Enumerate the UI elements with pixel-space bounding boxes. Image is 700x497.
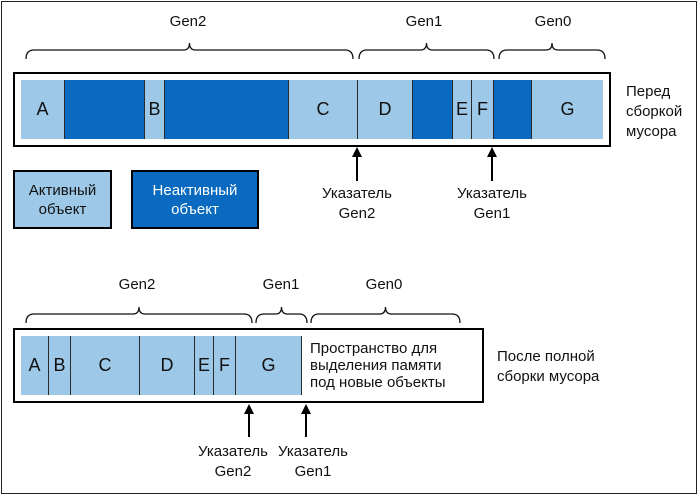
- after-pointer-gen2-arrow: [244, 404, 254, 437]
- legend-active-object: Активный объект: [13, 170, 112, 229]
- before-caption: Перед сборкой мусора: [626, 83, 683, 140]
- before-gen1-label: Gen1: [405, 13, 443, 30]
- after-gen2-brace: [25, 306, 253, 324]
- after-object-e: E: [194, 336, 213, 395]
- before-pointer-gen2-arrow: [352, 147, 362, 181]
- after-gen2-label: Gen2: [118, 276, 156, 293]
- after-gen0-brace: [310, 306, 461, 324]
- before-gen1-brace: [358, 42, 495, 60]
- after-object-d: D: [139, 336, 194, 395]
- after-gen1-brace: [255, 306, 308, 324]
- after-caption: После полной сборки мусора: [497, 348, 600, 385]
- before-object-e: E: [452, 80, 471, 139]
- after-object-b: B: [48, 336, 70, 395]
- after-gen0-label: Gen0: [365, 276, 403, 293]
- before-pointer-gen2-label: Указатель Gen2: [322, 185, 392, 222]
- after-pointer-gen1-arrow: [301, 404, 311, 437]
- before-gen2-brace: [25, 42, 354, 60]
- before-object-a: A: [21, 80, 64, 139]
- before-object-inactive-3: [164, 80, 288, 139]
- legend-inactive-object: Неактивный объект: [131, 170, 259, 229]
- before-object-f: F: [471, 80, 493, 139]
- after-pointer-gen1-label: Указатель Gen1: [278, 443, 348, 480]
- before-pointer-gen1-arrow: [487, 147, 497, 181]
- after-object-a: A: [21, 336, 48, 395]
- before-gen0-brace: [498, 42, 606, 60]
- before-object-c: C: [288, 80, 357, 139]
- before-object-b: B: [144, 80, 164, 139]
- before-pointer-gen1-label: Указатель Gen1: [457, 185, 527, 222]
- after-object-c: C: [70, 336, 139, 395]
- after-pointer-gen2-label: Указатель Gen2: [198, 443, 268, 480]
- before-object-inactive-1: [64, 80, 144, 139]
- before-gen0-label: Gen0: [534, 13, 572, 30]
- before-object-inactive-6: [412, 80, 452, 139]
- before-object-g: G: [531, 80, 603, 139]
- before-gen2-label: Gen2: [169, 13, 207, 30]
- before-object-inactive-9: [493, 80, 531, 139]
- after-gen1-label: Gen1: [262, 276, 300, 293]
- after-free-space: Пространство для выделения памяти под но…: [301, 336, 476, 395]
- before-object-d: D: [357, 80, 412, 139]
- after-object-f: F: [213, 336, 235, 395]
- after-object-g: G: [235, 336, 301, 395]
